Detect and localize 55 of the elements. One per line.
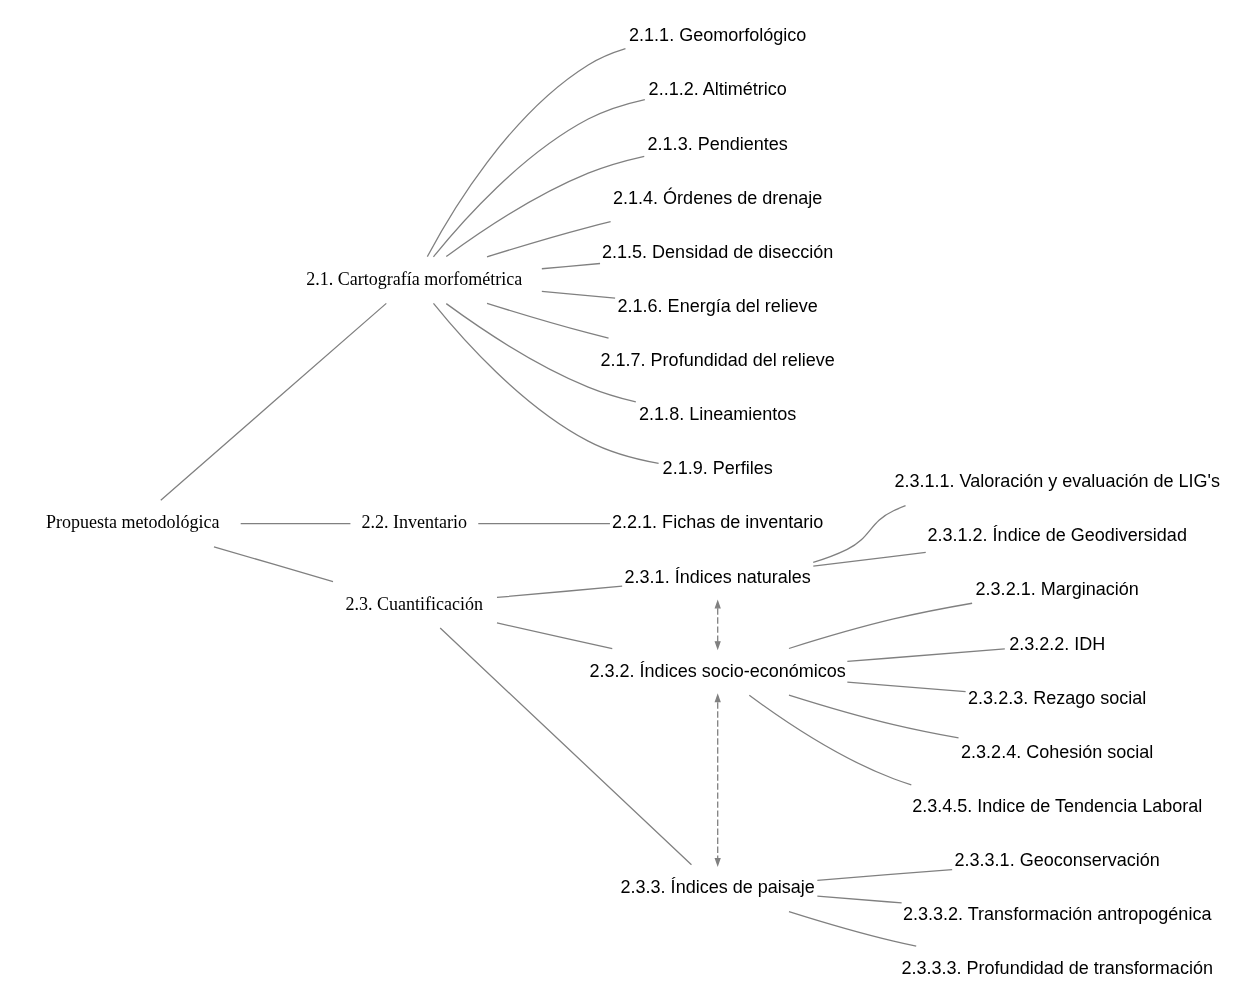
connector: [445, 302, 636, 403]
node-text: 2.3.2.4. Cohesión social: [960, 741, 1153, 762]
connector: [239, 522, 351, 525]
node-text: 2.1.8. Lineamientos: [638, 404, 796, 425]
connector: [485, 221, 611, 258]
node-text: 2.3.3.3. Profundidad de transformación: [900, 958, 1213, 979]
connector: [812, 505, 906, 563]
node-text: 2.2.1. Fichas de inventario: [611, 512, 823, 533]
node-text: 2.1.7. Profundidad del relieve: [600, 350, 835, 371]
connector: [432, 98, 645, 258]
node-text: 2.1.5. Densidad de disección: [601, 241, 833, 262]
node-text: 2.1.4. Órdenes de drenaje: [612, 187, 822, 208]
connector: [159, 302, 387, 501]
connector: [812, 551, 926, 567]
connector: [816, 895, 902, 904]
node-text: 2.3.2.2. IDH: [1008, 633, 1105, 654]
node-text: 2.3.3. Índices de paisaje: [620, 877, 815, 898]
node-text: 2.1. Cartografía morfométrica: [305, 268, 522, 289]
connector: [787, 694, 959, 739]
node-text: 2.3.3.1. Geoconservación: [954, 849, 1160, 870]
connector: [432, 302, 659, 465]
node-text: 2..1.2. Altimétrico: [648, 79, 787, 100]
connector: [477, 522, 611, 525]
connector: [540, 262, 601, 270]
connector: [495, 585, 623, 599]
connector: [439, 627, 692, 866]
arrow: [714, 599, 721, 651]
node-text: Propuesta metodológica: [45, 512, 220, 533]
arrow: [714, 693, 721, 867]
connector: [846, 681, 966, 693]
connector: [445, 155, 645, 258]
connector: [816, 868, 953, 881]
node-text: 2.3.3.2. Transformación antropogénica: [902, 904, 1211, 925]
node-text: 2.1.9. Perfiles: [662, 458, 773, 479]
node-text: 2.1.1. Geomorfológico: [628, 25, 806, 46]
connector: [212, 546, 334, 583]
connector: [748, 694, 912, 786]
node-text: 2.3.1.2. Índice de Geodiversidad: [927, 525, 1187, 546]
node-text: 2.3.1.1. Valoración y evaluación de LIG's: [893, 471, 1220, 492]
node-text: 2.2. Inventario: [360, 512, 467, 533]
connector: [787, 602, 973, 650]
node-text: 2.3.1. Índices naturales: [624, 566, 811, 587]
node-text: 2.3.2.3. Rezago social: [967, 687, 1146, 708]
node-text: 2.3.2.1. Marginación: [975, 579, 1139, 600]
node-text: 2.3. Cuantificación: [344, 593, 483, 614]
connector: [540, 290, 616, 299]
connector: [495, 622, 613, 650]
connector: [485, 302, 609, 339]
node-text: 2.1.6. Energía del relieve: [617, 295, 818, 316]
node-text: 2.3.2. Índices socio-económicos: [589, 660, 846, 681]
connector: [846, 648, 1005, 663]
node-text: 2.3.4.5. Indice de Tendencia Laboral: [911, 795, 1202, 816]
connector: [787, 910, 917, 947]
node-text: 2.1.3. Pendientes: [647, 133, 788, 154]
connector: [426, 47, 626, 258]
